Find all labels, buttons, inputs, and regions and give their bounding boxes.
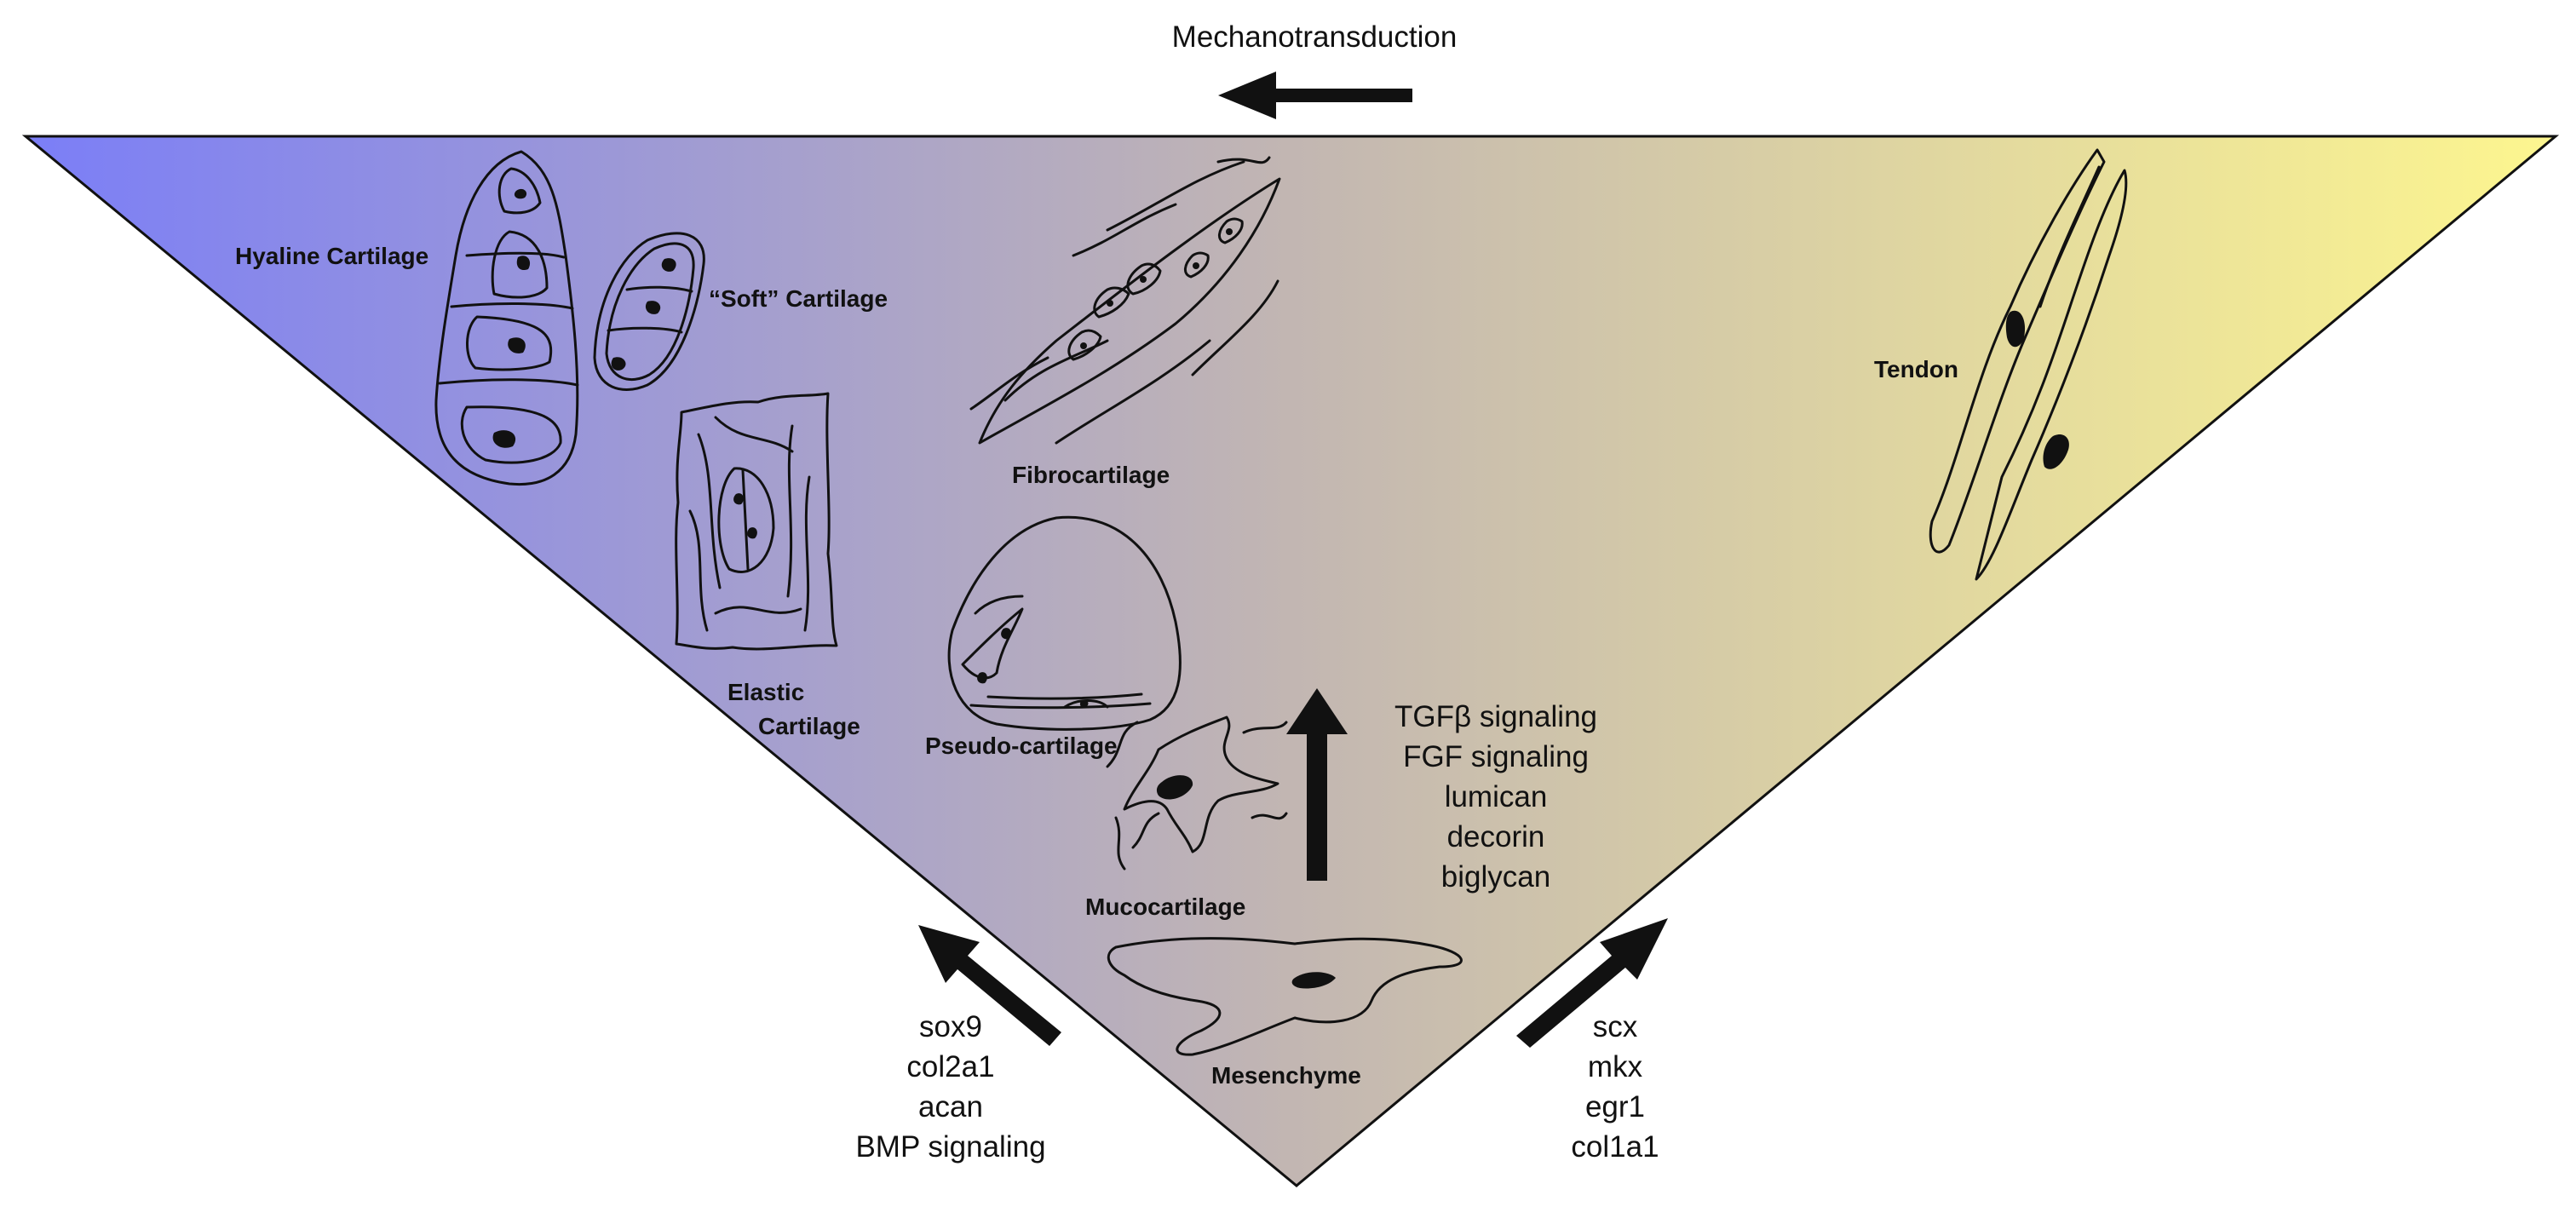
center-factor-4: decorin [1447,820,1545,853]
center-factor-2: FGF signaling [1403,740,1589,773]
fibrocartilage-label: Fibrocartilage [1012,462,1170,488]
mechanotransduction-arrow [1218,72,1412,119]
left-factor-4: BMP signaling [855,1130,1045,1164]
tendon-drawing [1929,148,2128,581]
pseudo-cartilage-drawing [947,515,1182,731]
left-factor-2: col2a1 [906,1050,994,1083]
left-chondrogenic-arrow [918,925,1061,1046]
mucocartilage-label: Mucocartilage [1085,894,1245,920]
right-factor-list: scx mkx egr1 col1a1 [1571,1010,1659,1164]
right-tenogenic-arrow [1516,918,1668,1048]
soft-cartilage-label: “Soft” Cartilage [709,285,888,312]
mesenchyme-drawing [1107,937,1463,1056]
right-factor-4: col1a1 [1571,1130,1659,1164]
left-factor-list: sox9 col2a1 acan BMP signaling [855,1010,1045,1164]
center-signaling-arrow [1286,688,1348,881]
mesenchyme-label: Mesenchyme [1211,1062,1361,1089]
pseudo-cartilage-label: Pseudo-cartilage [925,733,1118,759]
hyaline-cartilage-label: Hyaline Cartilage [235,243,428,269]
elastic-cartilage-drawing [675,392,838,651]
elastic-cartilage-label-2: Cartilage [758,713,860,739]
mechanotransduction-label: Mechanotransduction [1172,20,1458,54]
right-factor-1: scx [1593,1010,1638,1043]
left-factor-3: acan [918,1090,983,1123]
center-factor-5: biglycan [1441,860,1550,894]
center-factor-1: TGFβ signaling [1394,700,1597,733]
center-factor-3: lumican [1445,780,1548,813]
elastic-cartilage-label-1: Elastic [727,679,804,705]
fibrocartilage-drawing [969,156,1281,445]
soft-cartilage-drawing [593,232,705,391]
hyaline-cartilage-drawing [434,150,579,486]
right-factor-2: mkx [1588,1050,1643,1083]
tendon-label: Tendon [1874,356,1958,382]
lineage-triangle [21,135,2560,1187]
left-factor-1: sox9 [919,1010,982,1043]
mucocartilage-drawing [1106,715,1288,871]
center-factor-list: TGFβ signaling FGF signaling lumican dec… [1394,700,1597,894]
right-factor-3: egr1 [1585,1090,1645,1123]
